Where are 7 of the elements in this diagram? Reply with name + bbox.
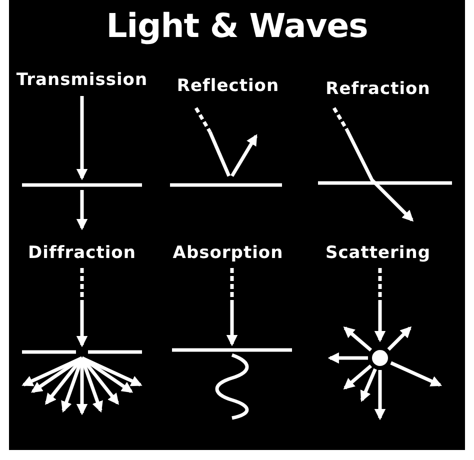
panel-label: Transmission bbox=[16, 70, 148, 90]
panel-label: Reflection bbox=[176, 76, 280, 96]
panel-label: Diffraction bbox=[28, 243, 136, 263]
panel-label: Refraction bbox=[326, 79, 430, 99]
title: Light & Waves bbox=[105, 6, 369, 45]
panel-label: Scattering bbox=[325, 243, 431, 263]
panel-label: Absorption bbox=[172, 243, 284, 263]
